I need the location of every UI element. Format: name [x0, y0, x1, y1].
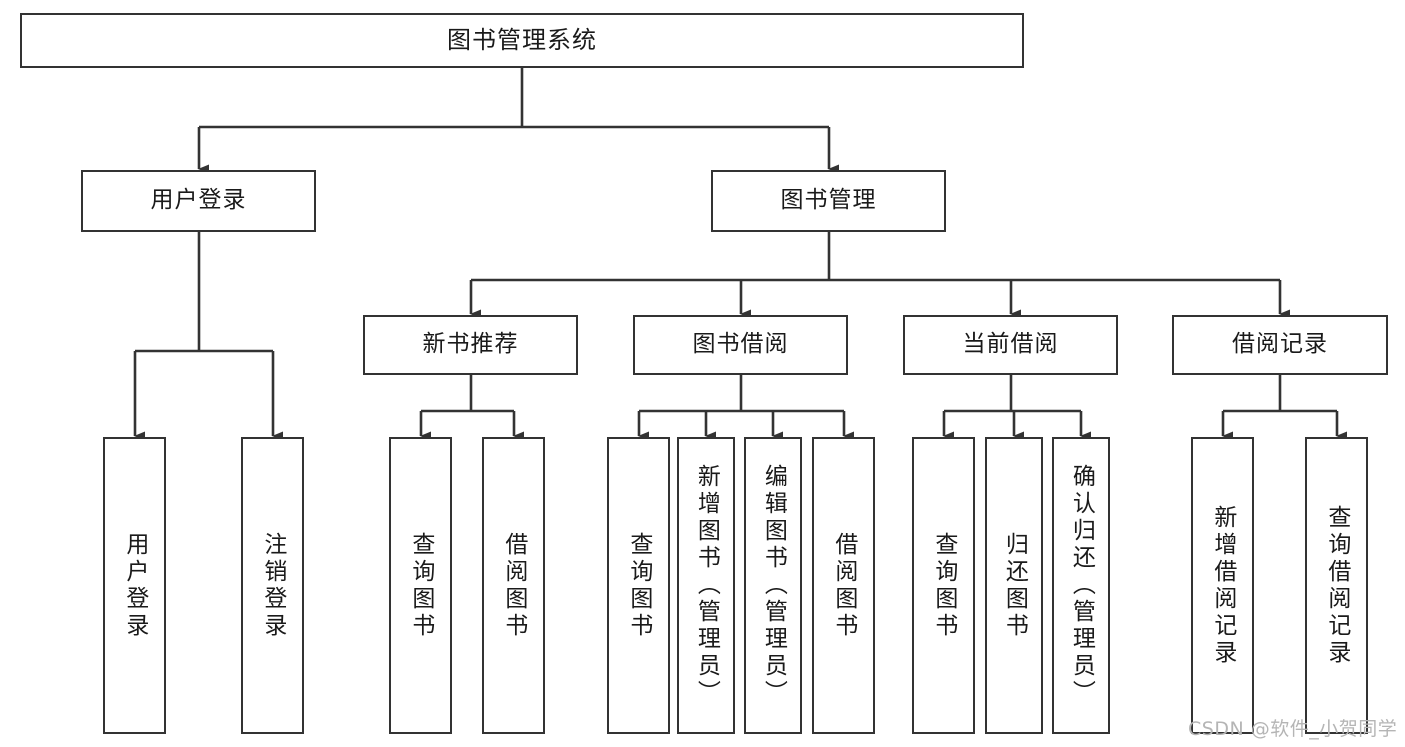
node-leaf-query-borrow-record[interactable]: 查询借阅记录 [1305, 437, 1368, 734]
node-label: 借阅图书 [830, 531, 857, 640]
node-label: 注销登录 [259, 531, 286, 640]
node-current-borrow[interactable]: 当前借阅 [903, 315, 1118, 375]
node-leaf-return-book[interactable]: 归还图书 [985, 437, 1043, 734]
node-label: 借阅图书 [500, 531, 527, 640]
node-leaf-user-login[interactable]: 用户登录 [103, 437, 166, 734]
node-label: 用户登录 [121, 531, 148, 640]
node-label: 查询图书 [930, 531, 957, 640]
node-label: 图书管理 [780, 187, 877, 214]
node-label: 用户登录 [150, 187, 247, 214]
node-label: 查询借阅记录 [1323, 504, 1350, 667]
node-root[interactable]: 图书管理系统 [20, 13, 1024, 68]
node-leaf-query-book-borrow[interactable]: 查询图书 [607, 437, 670, 734]
node-label: 图书借阅 [692, 331, 789, 358]
node-leaf-edit-book-admin[interactable]: 编辑图书（管理员） [744, 437, 802, 734]
node-user-login[interactable]: 用户登录 [81, 170, 316, 232]
node-label: 新增图书（管理员） [693, 464, 720, 707]
node-book-manage[interactable]: 图书管理 [711, 170, 946, 232]
node-leaf-add-book-admin[interactable]: 新增图书（管理员） [677, 437, 735, 734]
node-label: 借阅记录 [1232, 331, 1328, 358]
node-leaf-user-logout[interactable]: 注销登录 [241, 437, 304, 734]
node-new-book-rec[interactable]: 新书推荐 [363, 315, 578, 375]
node-leaf-borrow-book-rec[interactable]: 借阅图书 [482, 437, 545, 734]
node-leaf-query-book-rec[interactable]: 查询图书 [389, 437, 452, 734]
node-label: 归还图书 [1001, 531, 1028, 640]
node-label: 查询图书 [625, 531, 652, 640]
node-book-borrow[interactable]: 图书借阅 [633, 315, 848, 375]
node-label: 新书推荐 [422, 331, 519, 358]
node-label: 图书管理系统 [447, 26, 597, 55]
node-leaf-add-borrow-record[interactable]: 新增借阅记录 [1191, 437, 1254, 734]
node-leaf-query-book-cur[interactable]: 查询图书 [912, 437, 975, 734]
node-label: 编辑图书（管理员） [760, 464, 787, 707]
node-label: 确认归还（管理员） [1068, 464, 1095, 707]
node-label: 查询图书 [407, 531, 434, 640]
node-label: 新增借阅记录 [1209, 504, 1236, 667]
node-borrow-record[interactable]: 借阅记录 [1172, 315, 1388, 375]
node-leaf-confirm-return-admin[interactable]: 确认归还（管理员） [1052, 437, 1110, 734]
csdn-watermark: CSDN @软件_小贺同学 [1188, 718, 1398, 740]
node-label: 当前借阅 [962, 331, 1059, 358]
node-leaf-borrow-book[interactable]: 借阅图书 [812, 437, 875, 734]
